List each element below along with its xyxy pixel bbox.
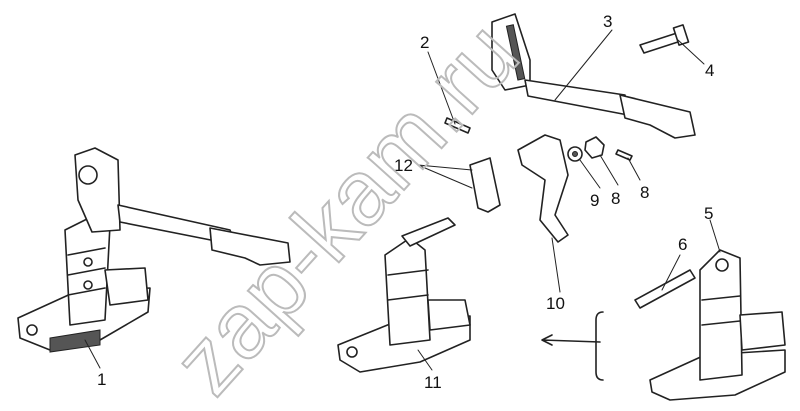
label-12: 12 bbox=[394, 156, 413, 175]
label-1: 1 bbox=[97, 370, 106, 389]
label-2: 2 bbox=[420, 33, 429, 52]
leader-lines bbox=[84, 29, 721, 371]
group-bracket bbox=[595, 311, 604, 381]
part-11-bracket bbox=[337, 217, 471, 373]
label-6: 6 bbox=[678, 235, 687, 254]
label-8b: 8 bbox=[640, 183, 649, 202]
label-4: 4 bbox=[705, 61, 714, 80]
part-1-bracket-assembly bbox=[17, 147, 291, 353]
label-10: 10 bbox=[546, 294, 565, 313]
label-9: 9 bbox=[590, 191, 599, 210]
part-10-hook bbox=[517, 134, 569, 243]
part-8-cotter-pin bbox=[615, 149, 633, 161]
label-3: 3 bbox=[603, 12, 612, 31]
part-2-pin bbox=[444, 117, 471, 134]
part-5-bracket bbox=[649, 249, 786, 401]
part-12-plate bbox=[469, 157, 501, 213]
label-8a: 8 bbox=[611, 189, 620, 208]
label-5: 5 bbox=[704, 204, 713, 223]
part-8-nut bbox=[584, 136, 605, 159]
label-11: 11 bbox=[424, 373, 442, 392]
direction-arrow bbox=[541, 334, 601, 346]
part-6-bolt bbox=[634, 269, 696, 309]
part-4-bolt bbox=[639, 24, 690, 54]
part-3-lever bbox=[491, 13, 696, 139]
